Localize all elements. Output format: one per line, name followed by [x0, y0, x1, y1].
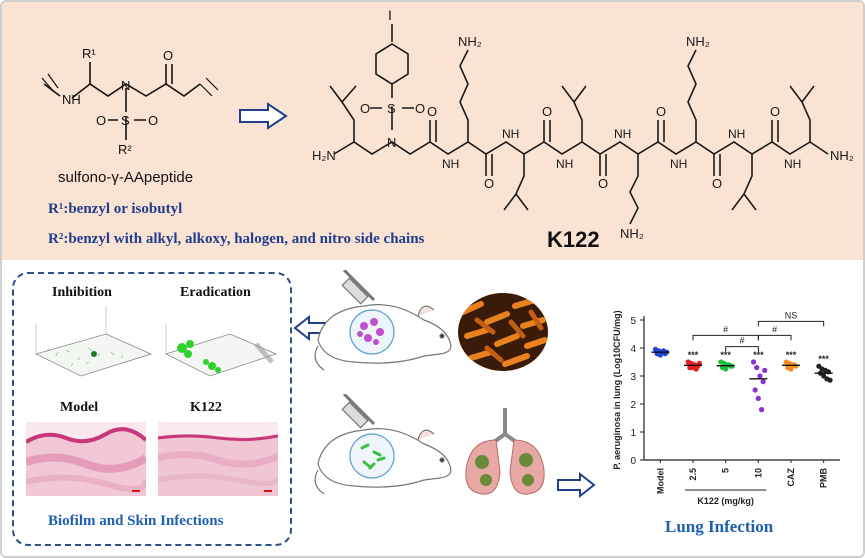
x-tick-label: 2.5 — [688, 468, 698, 481]
data-point — [752, 387, 758, 393]
arrow-right-icon — [239, 102, 288, 130]
data-point — [760, 379, 766, 385]
r1-description: R¹:benzyl or isobutyl — [48, 201, 183, 217]
sulfono-structure: NH R¹ N O O S O R² — [41, 46, 219, 157]
biofilm-skin-group — [12, 272, 292, 546]
structure-panel: NH R¹ N O O S O R² sulfono-γ-AApeptide R… — [2, 2, 863, 260]
k122-histology-title: K122 — [190, 400, 222, 415]
data-point — [754, 365, 760, 371]
lung-infection-caption: Lung Infection — [665, 517, 774, 536]
significance-label: *** — [688, 350, 699, 360]
y-tick-label: 4 — [630, 344, 636, 355]
atom-o-6: O — [712, 176, 722, 191]
atom-nh2-lys2: NH₂ — [620, 226, 644, 241]
r2-description: R²:benzyl with alkyl, alkoxy, halogen, a… — [48, 231, 425, 247]
atom-o-4: O — [598, 176, 608, 191]
eradication-biofilm-plot — [164, 324, 278, 377]
atom-o-1: O — [427, 104, 437, 119]
atom-n: N — [121, 78, 130, 93]
x-tick-label: CAZ — [786, 468, 796, 487]
atom-o-7: O — [770, 104, 780, 119]
comparison-label: NS — [785, 310, 798, 320]
data-point — [757, 373, 763, 379]
k122-structure: I H₂N N O S O O NH₂ NH O NH O NH O NH NH… — [312, 7, 854, 241]
y-tick-label: 2 — [630, 400, 636, 411]
y-tick-label: 0 — [630, 456, 636, 467]
sulfono-label: sulfono-γ-AApeptide — [58, 169, 194, 186]
data-point — [755, 395, 761, 401]
biology-panel — [2, 262, 863, 556]
atom-o-s-left: O — [360, 101, 370, 116]
lung-cfu-chart: 0 1 2 3 4 5 P. aeruginosa in lung (Log10CFU/mg… — [612, 310, 840, 506]
arrow-right-chart-icon — [557, 472, 596, 498]
atom-nh-2: NH — [502, 127, 519, 141]
y-tick-label: 1 — [630, 428, 636, 439]
data-point — [723, 366, 729, 372]
y-axis-label: P. aeruginosa in lung (Log10CFU/mg) — [612, 310, 622, 469]
significance-label: *** — [818, 354, 829, 364]
atom-iodine: I — [388, 7, 392, 23]
significance-label: *** — [720, 350, 731, 360]
comparison-label: # — [772, 324, 777, 334]
mouse-lung-illustration — [314, 394, 452, 495]
comparison-bracket — [757, 320, 825, 327]
x-tick-label: PMB — [819, 468, 829, 489]
atom-s-k122: S — [387, 101, 396, 116]
model-title: Model — [60, 400, 99, 415]
model-histology-image — [26, 422, 146, 496]
data-point — [657, 352, 663, 358]
atom-o-5: O — [656, 104, 666, 119]
data-point — [827, 377, 833, 383]
atom-nh2-lys3: NH₂ — [686, 34, 710, 49]
comparison-label: # — [723, 324, 728, 334]
eradication-title: Eradication — [180, 285, 251, 300]
y-tick-label: 3 — [630, 372, 636, 383]
x-tick-label: 10 — [753, 468, 763, 478]
atom-nh-7: NH — [784, 157, 801, 171]
atom-o-2: O — [484, 176, 494, 191]
x-tick-label: 5 — [721, 468, 731, 473]
biofilm-skin-caption: Biofilm and Skin Infections — [48, 513, 224, 529]
comparison-bracket — [692, 334, 759, 341]
atom-nh-4: NH — [614, 127, 631, 141]
atom-o-right: O — [148, 113, 158, 128]
atom-nh-1: NH — [442, 157, 459, 171]
data-point — [762, 367, 768, 373]
atom-r2: R² — [118, 142, 132, 157]
inhibition-biofilm-plot — [34, 306, 153, 377]
x-tick-label: Model — [655, 468, 665, 494]
y-tick-label: 5 — [630, 316, 636, 327]
comparison-bracket — [757, 334, 792, 341]
atom-h2n-left: H₂N — [312, 148, 336, 163]
atom-nh-3: NH — [556, 157, 573, 171]
data-point — [758, 407, 765, 413]
k122-histology-image — [158, 422, 278, 496]
comparison-label: # — [739, 336, 744, 346]
atom-nh2-lys1: NH₂ — [458, 34, 482, 49]
data-point — [750, 359, 757, 365]
compound-name: K122 — [547, 227, 600, 252]
atom-n-sulfonamide: N — [387, 135, 396, 150]
comparison-bracket — [725, 346, 759, 352]
atom-nh-5: NH — [670, 157, 687, 171]
atom-o-s-right: O — [415, 101, 425, 116]
bacteria-sem-image — [458, 293, 548, 371]
atom-nh: NH — [62, 92, 81, 107]
infected-lungs-illustration — [465, 408, 545, 495]
atom-nh-6: NH — [728, 127, 745, 141]
data-point — [788, 366, 794, 372]
significance-label: *** — [786, 350, 797, 360]
data-point — [693, 366, 699, 372]
atom-o-3: O — [542, 104, 552, 119]
significance-label: *** — [753, 350, 764, 360]
atom-o-carbonyl: O — [163, 48, 173, 63]
x-axis-label: K122 (mg/kg) — [697, 496, 754, 506]
atom-nh2-terminal: NH₂ — [830, 148, 854, 163]
atom-o-left: O — [96, 113, 106, 128]
atom-r1: R¹ — [82, 46, 96, 61]
atom-s: S — [121, 113, 130, 128]
mouse-skin-illustration — [314, 270, 452, 371]
inhibition-title: Inhibition — [52, 285, 112, 300]
